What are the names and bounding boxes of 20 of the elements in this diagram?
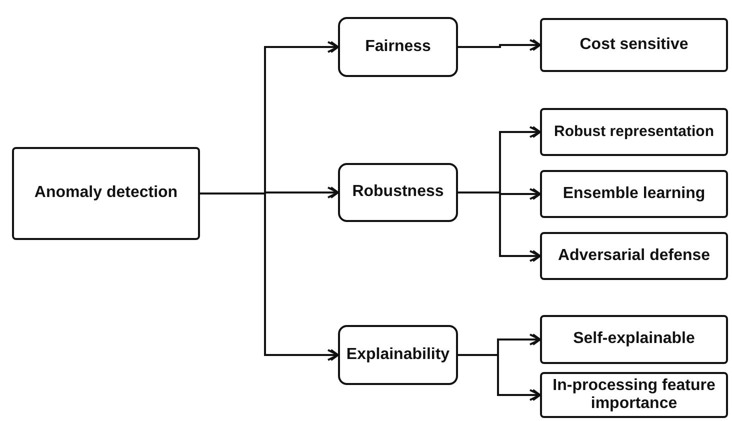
box-label: Adversarial defense [558,246,710,266]
box-label: Robustness [352,183,444,202]
process-box [338,17,458,77]
process-box [540,232,728,280]
process-box [540,315,728,364]
box-label: Robust representation [554,123,714,141]
box-label: Anomaly detection [34,184,178,203]
box-label: Explainability [346,346,450,364]
box-label: In-processing feature importance [552,376,716,414]
process-box [540,108,728,156]
process-box [540,372,728,418]
box-label: Cost sensitive [580,36,688,54]
box-label: Fairness [365,38,431,56]
process-box [338,163,458,222]
box-label: Ensemble learning [562,184,706,204]
process-box [12,147,200,240]
process-box [540,18,728,72]
process-box [540,170,728,218]
box-label: Self-explainable [573,330,695,349]
process-box [338,325,458,385]
